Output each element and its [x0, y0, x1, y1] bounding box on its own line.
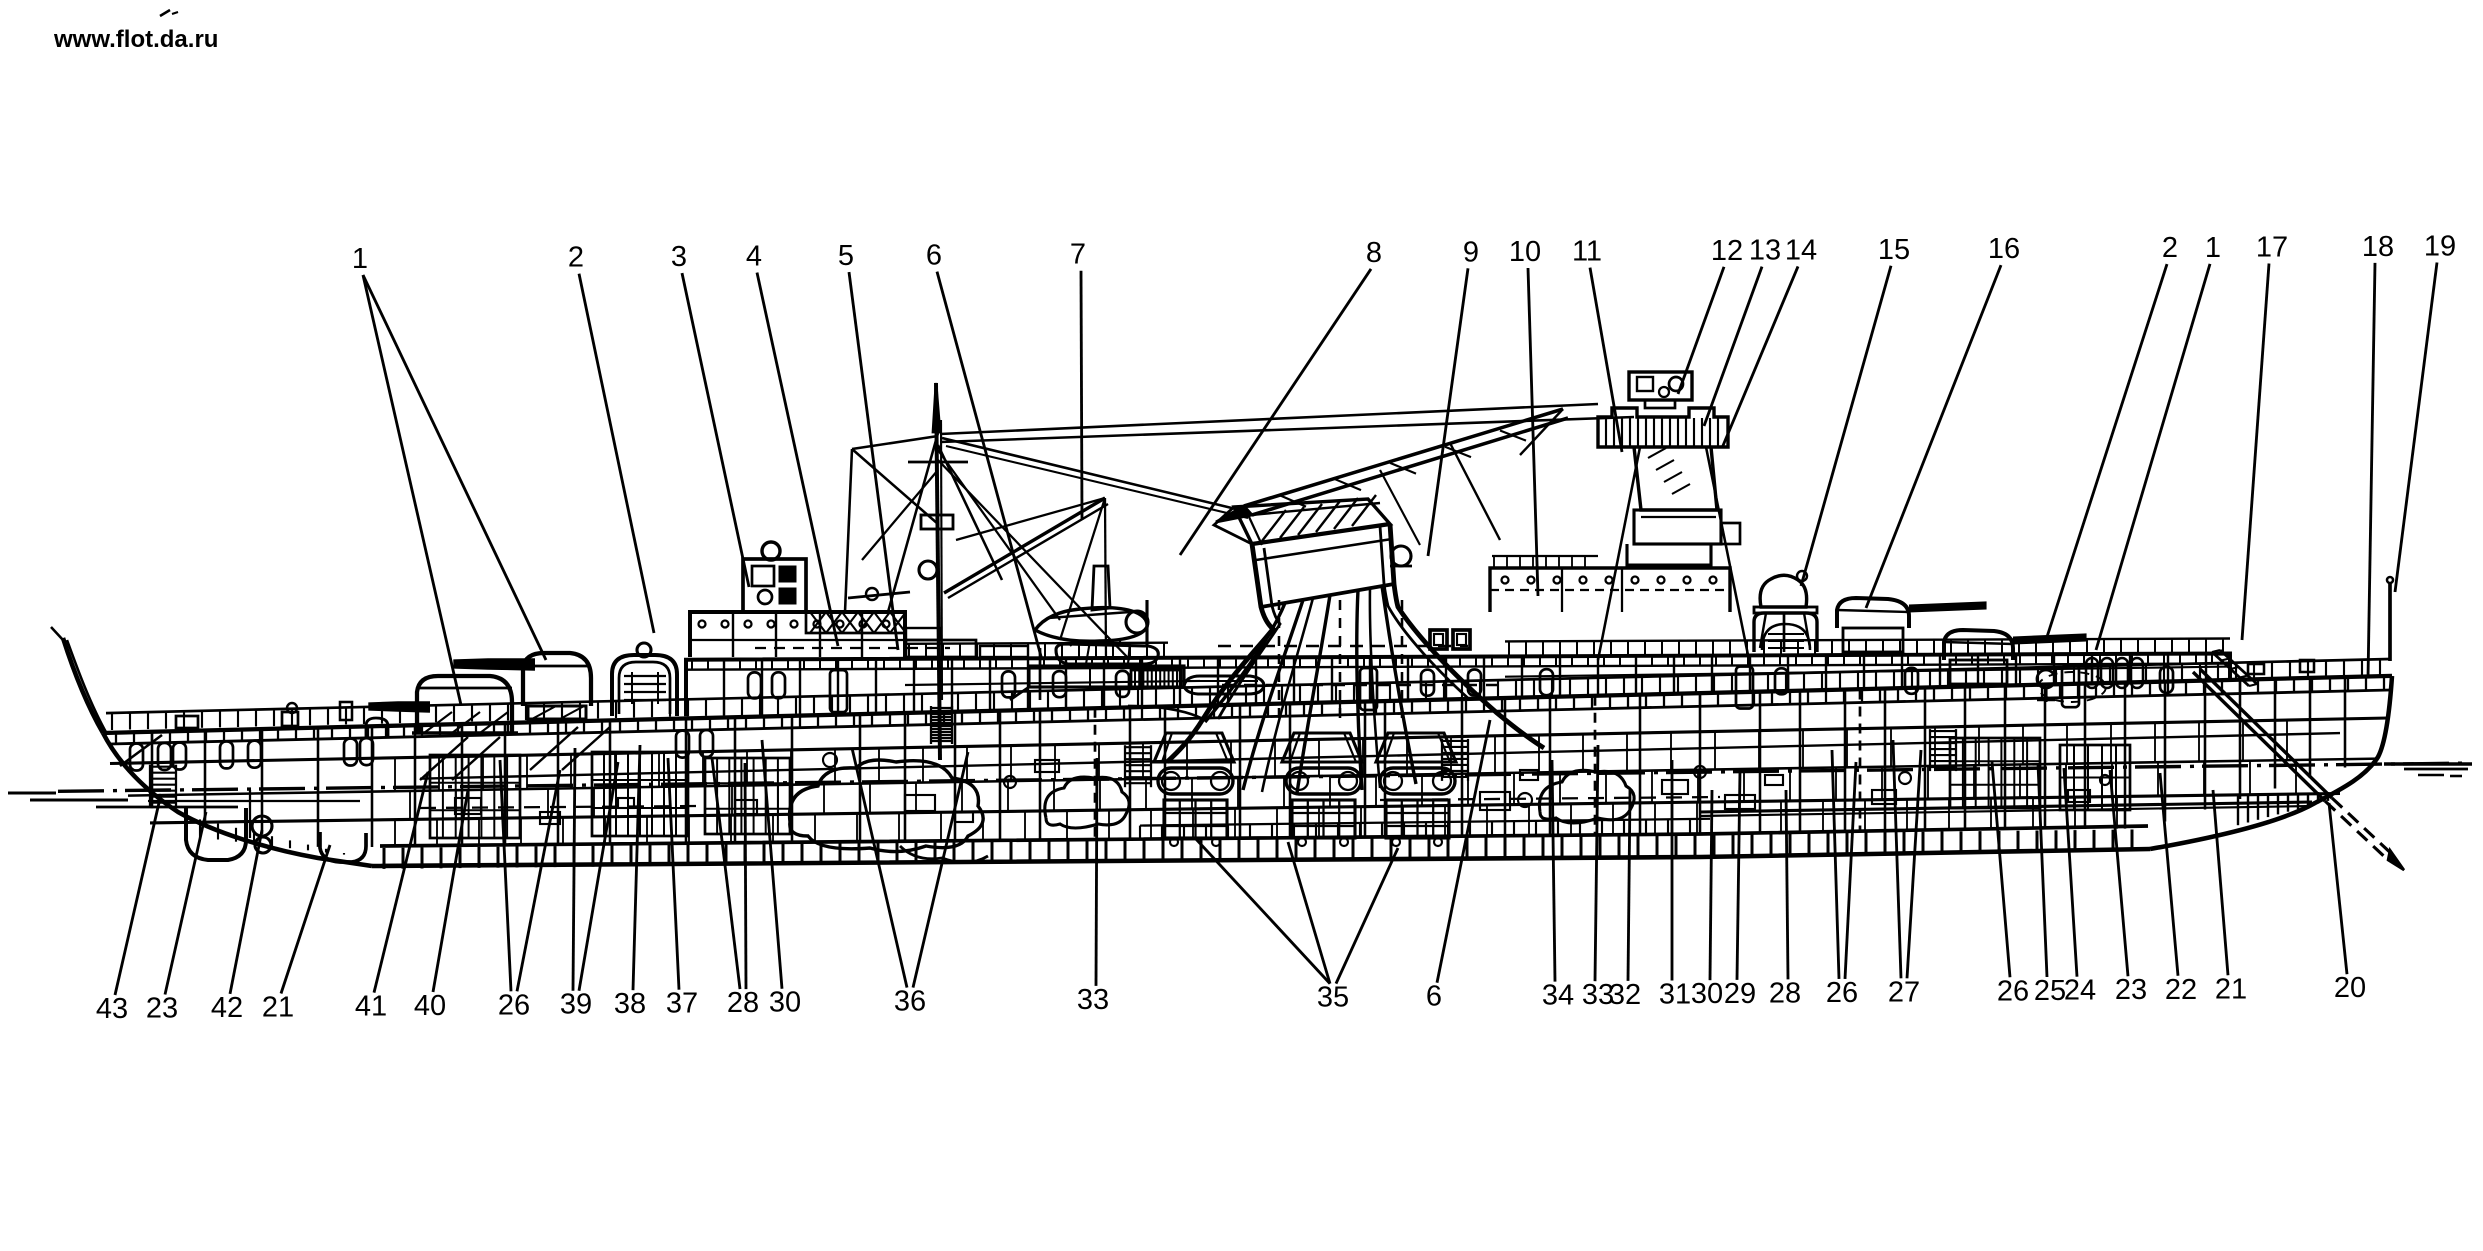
svg-text:33: 33	[1582, 979, 1614, 1011]
svg-text:42: 42	[211, 992, 243, 1024]
svg-text:36: 36	[894, 986, 926, 1018]
svg-text:28: 28	[1769, 977, 1801, 1009]
svg-text:21: 21	[2215, 973, 2247, 1005]
svg-text:43: 43	[96, 993, 128, 1025]
svg-text:13: 13	[1749, 235, 1781, 267]
svg-text:10: 10	[1509, 236, 1541, 268]
svg-text:12: 12	[1711, 235, 1743, 267]
svg-text:9: 9	[1463, 236, 1479, 268]
svg-text:2: 2	[2162, 232, 2178, 264]
svg-text:6: 6	[926, 240, 942, 272]
svg-text:39: 39	[560, 989, 592, 1021]
svg-text:37: 37	[666, 988, 698, 1020]
svg-text:8: 8	[1366, 237, 1382, 269]
svg-text:35: 35	[1317, 982, 1349, 1014]
svg-text:28: 28	[727, 987, 759, 1019]
svg-text:24: 24	[2064, 975, 2096, 1007]
svg-text:31: 31	[1659, 979, 1691, 1011]
svg-text:19: 19	[2424, 231, 2456, 263]
svg-text:30: 30	[769, 987, 801, 1019]
svg-text:22: 22	[2165, 974, 2197, 1006]
svg-text:21: 21	[262, 992, 294, 1024]
svg-text:2: 2	[568, 242, 584, 274]
svg-text:14: 14	[1785, 234, 1817, 266]
svg-text:11: 11	[1572, 236, 1602, 268]
svg-text:41: 41	[355, 991, 387, 1023]
svg-text:4: 4	[746, 241, 762, 273]
svg-text:23: 23	[146, 993, 178, 1025]
svg-text:18: 18	[2362, 231, 2394, 263]
svg-text:6: 6	[1426, 981, 1442, 1013]
svg-text:25: 25	[2034, 975, 2066, 1007]
svg-text:17: 17	[2256, 232, 2288, 264]
svg-text:27: 27	[1888, 976, 1920, 1008]
svg-text:1: 1	[352, 243, 368, 275]
svg-text:16: 16	[1988, 233, 2020, 265]
svg-text:26: 26	[1826, 977, 1858, 1009]
svg-text:7: 7	[1070, 239, 1086, 271]
svg-text:26: 26	[498, 989, 530, 1021]
svg-text:30: 30	[1691, 978, 1723, 1010]
svg-text:38: 38	[614, 988, 646, 1020]
svg-text:www.flot.da.ru: www.flot.da.ru	[53, 26, 218, 53]
svg-text:15: 15	[1878, 234, 1910, 266]
svg-text:5: 5	[838, 240, 854, 272]
svg-text:29: 29	[1724, 978, 1756, 1010]
svg-text:26: 26	[1997, 975, 2029, 1007]
svg-text:23: 23	[2115, 974, 2147, 1006]
svg-text:34: 34	[1542, 980, 1574, 1012]
svg-text:40: 40	[414, 990, 446, 1022]
svg-text:32: 32	[1609, 979, 1641, 1011]
svg-text:33: 33	[1077, 984, 1109, 1016]
svg-text:20: 20	[2334, 972, 2366, 1004]
svg-text:3: 3	[671, 241, 687, 273]
svg-text:1: 1	[2205, 232, 2221, 264]
